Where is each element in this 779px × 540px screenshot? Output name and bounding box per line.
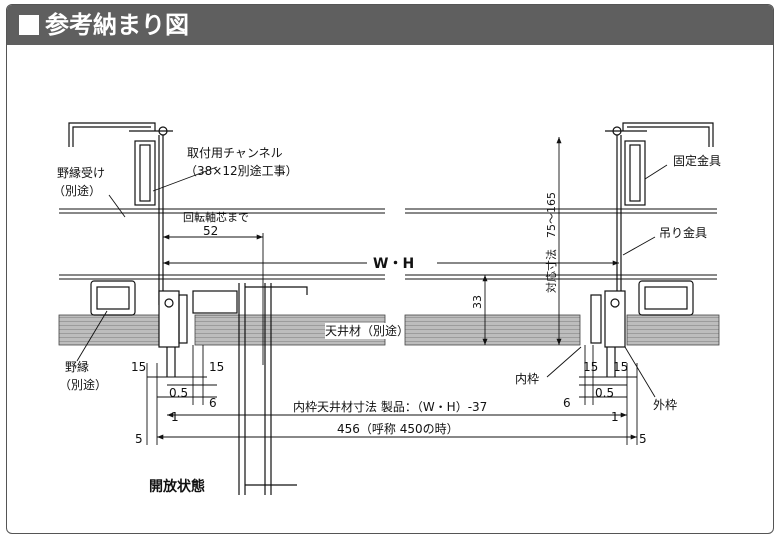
dim-52: 52 xyxy=(203,224,218,238)
left-dim-05: 0.5 xyxy=(169,386,188,400)
outer-dimension-label: 456（呼称 450の時） xyxy=(337,422,459,436)
koteikanagu-label: 固定金具 xyxy=(673,153,721,168)
ceiling-panel-inner-right xyxy=(404,314,581,346)
left-dim-6: 6 xyxy=(209,396,217,410)
taiou-label: 対応寸法 75～165 xyxy=(544,192,558,293)
uchiwaku-label: 内枠 xyxy=(515,372,539,386)
left-dim-1: 1 xyxy=(171,410,179,424)
nobuchi-uke-label: 野縁受け xyxy=(57,165,105,180)
right-dim-6: 6 xyxy=(563,396,571,410)
open-state-label: 開放状態 xyxy=(149,478,205,495)
title-bar: 参考納まり図 xyxy=(7,5,773,45)
tenjouzai-label: 天井材（別途） xyxy=(325,323,409,338)
channel-label: 取付用チャンネル xyxy=(187,146,283,160)
ceiling-panel-right xyxy=(626,314,720,346)
inner-dimension-label: 内枠天井材寸法 製品：（W・H）-37 xyxy=(293,400,487,414)
diagram-frame: 参考納まり図 xyxy=(6,4,774,534)
right-dim-05: 0.5 xyxy=(595,386,614,400)
channel-left xyxy=(68,122,156,147)
installation-drawing: 取付用チャンネル （38×12別途工事） 野縁受け （別途） 回転軸芯まで 52… xyxy=(53,122,721,495)
right-dim-1: 1 xyxy=(611,410,619,424)
left-dim-15a: 15 xyxy=(131,360,146,374)
kaiten-label: 回転軸芯まで xyxy=(183,210,249,224)
dim-33: 33 xyxy=(471,295,484,309)
page-title: 参考納まり図 xyxy=(45,11,189,39)
right-dim-15a: 15 xyxy=(583,360,598,374)
left-dim-15b: 15 xyxy=(209,360,224,374)
nobuchi-uke-note: （別途） xyxy=(53,183,101,198)
nobuchi-note: （別途） xyxy=(59,377,107,392)
right-dim-15b: 15 xyxy=(613,360,628,374)
left-dim-5: 5 xyxy=(135,432,143,446)
title-square-icon xyxy=(19,15,39,35)
right-dim-5: 5 xyxy=(639,432,647,446)
tsurikanagu-label: 吊り金具 xyxy=(659,225,707,240)
ceiling-panel-left xyxy=(58,314,160,346)
channel-spec-label: （38×12別途工事） xyxy=(185,163,298,178)
nobuchi-label: 野縁 xyxy=(65,359,89,374)
channel-right xyxy=(622,122,714,147)
wh-label: W・H xyxy=(373,256,414,272)
sotowaku-label: 外枠 xyxy=(653,398,677,412)
